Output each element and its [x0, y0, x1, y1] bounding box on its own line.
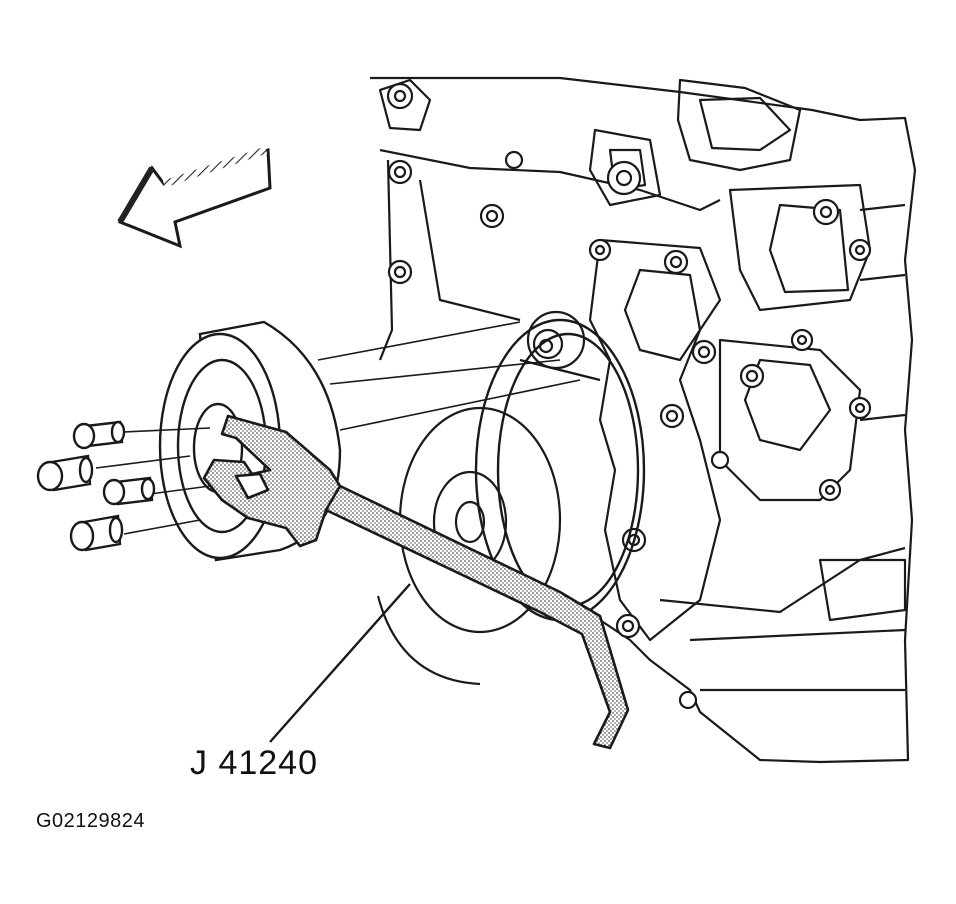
- callout-leader: [269, 583, 411, 743]
- engine-block: [370, 76, 917, 764]
- figure-id: G02129824: [36, 810, 146, 832]
- alignment-lines: [95, 321, 581, 535]
- tool-callout-label: J 41240: [190, 744, 318, 782]
- direction-arrow: [117, 146, 272, 249]
- crank-sprocket: [526, 310, 586, 370]
- engine-bolts: [386, 82, 872, 710]
- pulley-bolts: [36, 420, 156, 552]
- holding-tool: [202, 414, 630, 750]
